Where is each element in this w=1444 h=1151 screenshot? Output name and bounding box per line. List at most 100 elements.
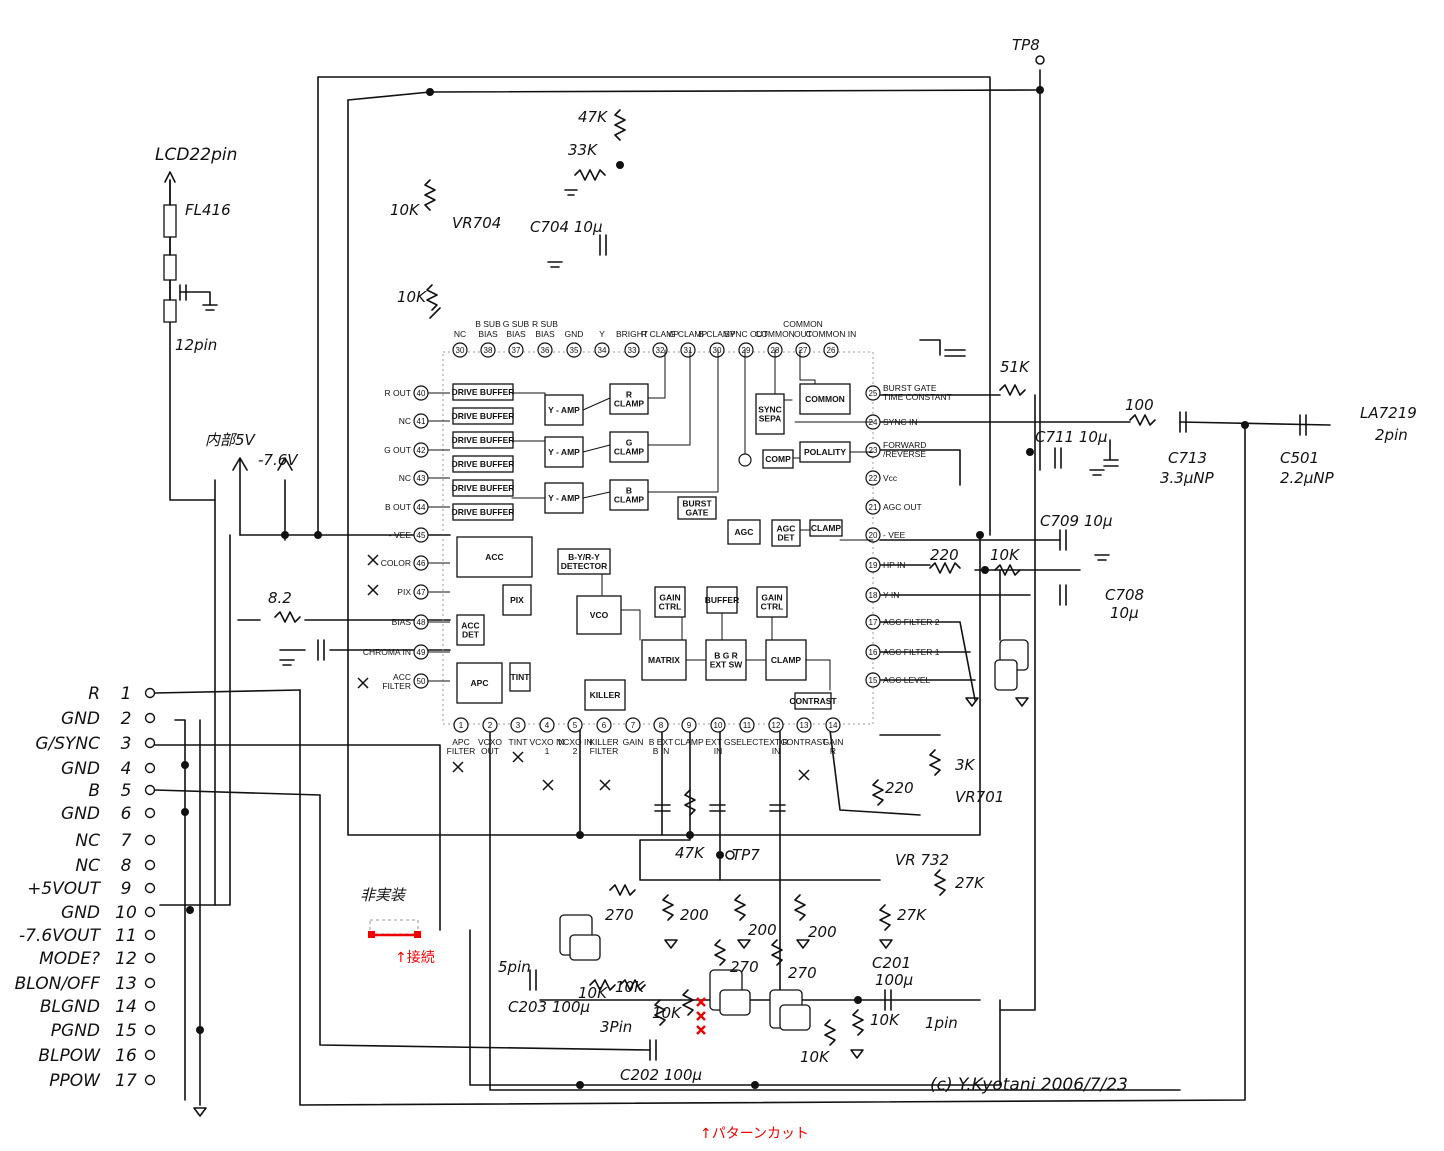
ext-sw-block-text: B G R [714, 651, 738, 661]
acc-block: ACC [456, 536, 533, 578]
ic-pin-label-right-2: FORWARD/REVERSE [883, 440, 926, 459]
connector-pin-name: NC [75, 856, 100, 876]
r-47k-label: 47K [578, 108, 608, 126]
r-10k-d-label: 10K [578, 984, 608, 1002]
ic-pin-label-top-9: B CLAMP [698, 329, 736, 339]
connector-pin-number: 13 [115, 974, 137, 994]
ic-pin-number-bot-2: 3 [516, 721, 521, 730]
r-270-b-label: 270 [730, 958, 759, 976]
ic-pin-top-6 [624, 342, 640, 358]
ic-pin-number-bot-7: 8 [659, 721, 664, 730]
connector-pin-number: 1 [121, 684, 132, 704]
jumper-connection [368, 919, 421, 938]
ic-pin-number-top-10: 29 [742, 346, 751, 355]
ic-pin-label-left-2: G OUT [384, 445, 411, 455]
ic-pin-number-top-9: 30 [713, 346, 722, 355]
lcd-22pin-label: LCD22pin [155, 145, 237, 165]
nc-x-marks [357, 554, 810, 791]
connect-note: ↑接続 [395, 949, 435, 966]
c708-value-label: 10μ [1110, 604, 1139, 622]
ic-pin-number-top-8: 31 [684, 346, 693, 355]
sync-sepa-block-text: SEPA [759, 414, 782, 424]
clamp-block: CLAMP [809, 519, 843, 537]
connector-pin-12: MODE?12 [39, 949, 156, 969]
not-mounted-label: 非実装 [360, 886, 407, 904]
pattern-cut-marks [696, 997, 706, 1035]
connector-pin-circle [144, 906, 156, 918]
apc-block-text: APC [471, 678, 489, 688]
ic-pin-number-bot-8: 9 [687, 721, 692, 730]
ic-pin-label-right-5: - VEE [883, 530, 906, 540]
r-10k-g-label: 10K [800, 1048, 830, 1066]
c201-value-label: 100μ [875, 971, 913, 989]
ic-pin-number-right-0: 25 [869, 389, 878, 398]
connector-pin-number: 12 [115, 949, 137, 969]
vco-block: VCO [576, 595, 622, 635]
ic-pin-label-left-5: - VEE [389, 530, 412, 540]
ic-pin-label-top-8: G CLAMP [669, 329, 708, 339]
drive-buffer-2-text: DRIVE BUFFER [452, 411, 515, 421]
contrast-block-text: CONTRAST [789, 696, 837, 706]
connector-pin-number: 3 [121, 734, 132, 754]
ic-pin-number-top-13: 26 [827, 346, 836, 355]
ic-pin-label-top-7: R CLAMP [641, 329, 679, 339]
c501-value-label: 2.2μNP [1280, 469, 1335, 487]
r-270-a-label: 270 [605, 906, 634, 924]
pix-block: PIX [502, 584, 532, 616]
ic-pin-number-left-8: 48 [417, 618, 426, 627]
c704-label: C704 10μ [530, 218, 603, 236]
connector-pin-name: GND [61, 759, 100, 779]
r-200-a-label: 200 [680, 906, 709, 924]
ic-pin-label-top-4: GND [565, 329, 584, 339]
connector-pin-number: 4 [121, 759, 132, 779]
connector-pin-circle [144, 1049, 156, 1061]
r-8-2-label: 8.2 [268, 589, 292, 607]
ic-pin-bot-0 [453, 717, 469, 733]
r-220-label: 220 [930, 546, 959, 564]
connector-pin-number: 14 [115, 997, 137, 1017]
drive-buffer-6: DRIVE BUFFER [452, 503, 514, 521]
killer-block: KILLER [584, 679, 626, 711]
ic-pin-number-bot-5: 6 [602, 721, 607, 730]
connector-pin-circle [144, 687, 156, 699]
ic-pin-number-bot-9: 10 [714, 721, 723, 730]
ic-pin-number-bot-11: 12 [772, 721, 781, 730]
killer-block-text: KILLER [590, 690, 621, 700]
ic-pin-bot-12 [796, 717, 812, 733]
connector-pin-number: 10 [115, 903, 137, 923]
ic-pin-right-0 [865, 385, 881, 401]
drive-buffer-4-text: DRIVE BUFFER [452, 459, 515, 469]
common-block: COMMON [799, 383, 851, 415]
matrix-block-text: MATRIX [648, 655, 680, 665]
ic-pin-right-5 [865, 527, 881, 543]
ic-pin-top-9 [709, 342, 725, 358]
g-clamp-block-text: CLAMP [614, 447, 645, 457]
ic-pin-number-bot-1: 2 [488, 721, 493, 730]
ic-pin-right-7 [865, 587, 881, 603]
ic-pin-bot-11 [768, 717, 784, 733]
r-27k-left-label: 27K [897, 906, 927, 924]
ic-pin-top-5 [594, 342, 610, 358]
ic-pin-number-top-7: 32 [656, 346, 665, 355]
r-51k-label: 51K [1000, 358, 1030, 376]
adder-circle [738, 453, 752, 467]
ic-pin-number-right-3: 22 [869, 474, 878, 483]
gain-ctrl-1-block-text: CTRL [659, 602, 682, 612]
connector-pin-name: GND [61, 804, 100, 824]
connector-pin-circle [144, 834, 156, 846]
connector-pin-name: BLON/OFF [15, 974, 101, 994]
ic-pin-bot-7 [653, 717, 669, 733]
